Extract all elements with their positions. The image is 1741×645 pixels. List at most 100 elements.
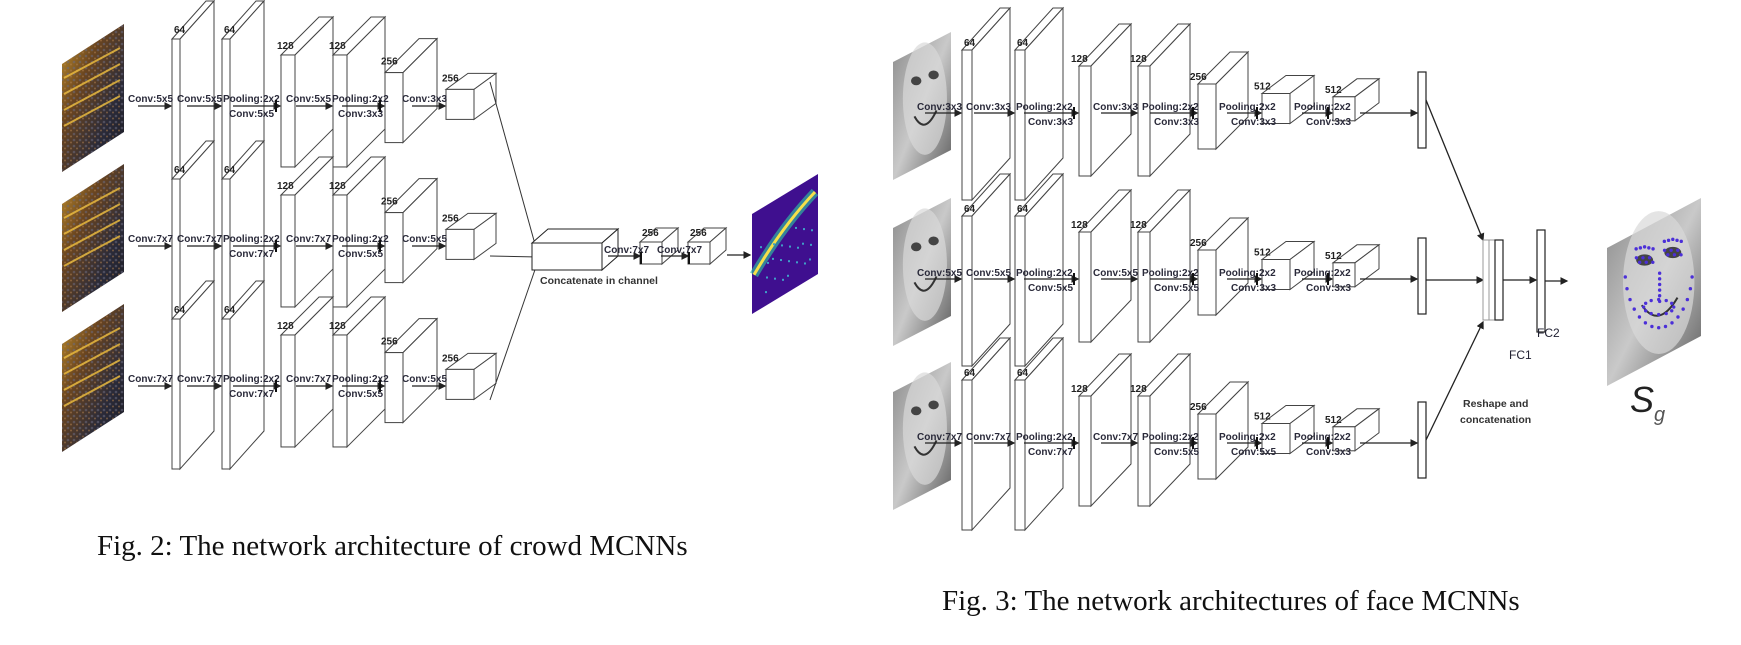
density-speck (760, 246, 762, 249)
landmark-point (1685, 297, 1690, 302)
landmark-point (1643, 321, 1648, 325)
landmark-point (1632, 307, 1636, 311)
channel-count-label: 128 (1071, 54, 1088, 65)
feature-map-layer (1196, 50, 1250, 151)
concat-bar-3 (1494, 239, 1504, 321)
crowd-light-streak (63, 219, 121, 251)
feature-map-layer (1196, 380, 1250, 481)
crowd-photo-texture (62, 164, 124, 312)
slab-front (332, 194, 348, 308)
channel-count-label: 64 (1017, 38, 1029, 49)
feature-map-layer (331, 155, 387, 309)
operation-label: Conv:7x7 (128, 374, 173, 385)
channel-count-label: 128 (1130, 220, 1147, 231)
feature-map-layer (444, 212, 498, 261)
operation-label: Conv:3x3 (402, 94, 447, 105)
operation-label: Pooling:2x2 (332, 94, 389, 105)
feature-map-layer (960, 172, 1012, 368)
face-oval (902, 208, 947, 321)
fc2-label: FC2 (1537, 326, 1560, 340)
slab-front (1261, 93, 1291, 124)
face-eye-right (928, 400, 939, 410)
landmark-point (1671, 237, 1675, 242)
slab-front (1197, 249, 1217, 316)
operation-sublabel: Conv:5x5 (1028, 283, 1073, 294)
crowd-light-streak (63, 63, 121, 95)
operation-label: Conv:5x5 (177, 94, 222, 105)
operation-label: Pooling:2x2 (1294, 432, 1351, 443)
feature-map-layer (1013, 172, 1065, 368)
face-eye-right (1664, 246, 1682, 259)
operation-sublabel: Conv:5x5 (1154, 283, 1199, 294)
density-speck (803, 228, 805, 231)
density-speck (765, 291, 767, 294)
operation-sublabel: Conv:3x3 (1231, 117, 1276, 128)
operation-label: Conv:3x3 (917, 102, 962, 113)
operation-sublabel: Conv:3x3 (1231, 283, 1276, 294)
landmark-point (1634, 256, 1639, 260)
face-eye-left (1636, 254, 1654, 266)
operation-label: Conv:7x7 (1093, 432, 1138, 443)
slab-front (961, 215, 973, 367)
operation-label: Conv:5x5 (1093, 268, 1138, 279)
landmark-point (1644, 260, 1648, 264)
branch-2-to-concat-line (489, 255, 539, 258)
channel-count-label: 64 (224, 165, 236, 176)
density-speck (796, 261, 798, 264)
feature-map-layer (383, 317, 439, 424)
landmark-point (1657, 294, 1662, 298)
crowd-input-image (62, 24, 124, 172)
figure-2-caption: Fig. 2: The network architecture of crow… (97, 530, 688, 562)
operation-sublabel: Conv:3x3 (1306, 117, 1351, 128)
slab-front (531, 242, 603, 271)
concat-bar-2 (1488, 239, 1496, 321)
landmark-point (1647, 256, 1652, 260)
crowd-light-streak (63, 235, 121, 267)
channel-count-label: 256 (442, 73, 459, 84)
operation-label: Conv:5x5 (402, 234, 447, 245)
landmark-point (1675, 238, 1679, 243)
slab-front (1197, 413, 1217, 480)
landmark-point (1664, 311, 1668, 316)
branch-1-to-concat-arrow (1425, 99, 1485, 242)
slab-front (1261, 259, 1291, 290)
landmark-point (1642, 245, 1647, 249)
operation-label: Pooling:2x2 (1016, 268, 1073, 279)
face-eye-left (910, 406, 922, 416)
channel-count-label: 64 (174, 305, 186, 316)
density-speck (797, 246, 799, 249)
landmark-point (1670, 301, 1674, 305)
channel-count-label: 64 (964, 38, 976, 49)
landmark-point (1664, 298, 1668, 303)
slab-front (1014, 49, 1026, 201)
operation-sublabel: Conv:3x3 (1154, 117, 1199, 128)
slab-front (961, 379, 973, 531)
operation-sublabel: Conv:5x5 (1154, 447, 1199, 458)
landmark-point (1690, 275, 1694, 279)
landmark-point (1672, 305, 1676, 309)
feature-map-layer (1077, 188, 1133, 344)
feature-map-layer (383, 177, 439, 284)
operation-sublabel: Conv:7x7 (1028, 447, 1073, 458)
feature-map-layer (1013, 336, 1065, 532)
crowd-input-image (62, 304, 124, 452)
slab-front (1014, 215, 1026, 367)
operation-label: Conv:7x7 (177, 234, 222, 245)
density-speck (781, 244, 783, 247)
density-speck (809, 258, 811, 261)
slab-front (1197, 83, 1217, 150)
channel-count-label: 256 (642, 228, 659, 239)
slab-front (1137, 231, 1151, 343)
landmark-point (1662, 239, 1667, 244)
operation-label: Pooling:2x2 (1142, 268, 1199, 279)
face-output-image (1607, 198, 1701, 386)
operation-sublabel: Conv:5x5 (338, 249, 383, 260)
channel-count-label: 128 (277, 181, 294, 192)
density-speck (811, 229, 813, 232)
feature-map-layer (1260, 404, 1316, 455)
slab-front (332, 54, 348, 168)
operation-sublabel: Conv:7x7 (229, 249, 274, 260)
crowd-light-streak (63, 47, 121, 79)
feature-map-layer (220, 279, 266, 471)
